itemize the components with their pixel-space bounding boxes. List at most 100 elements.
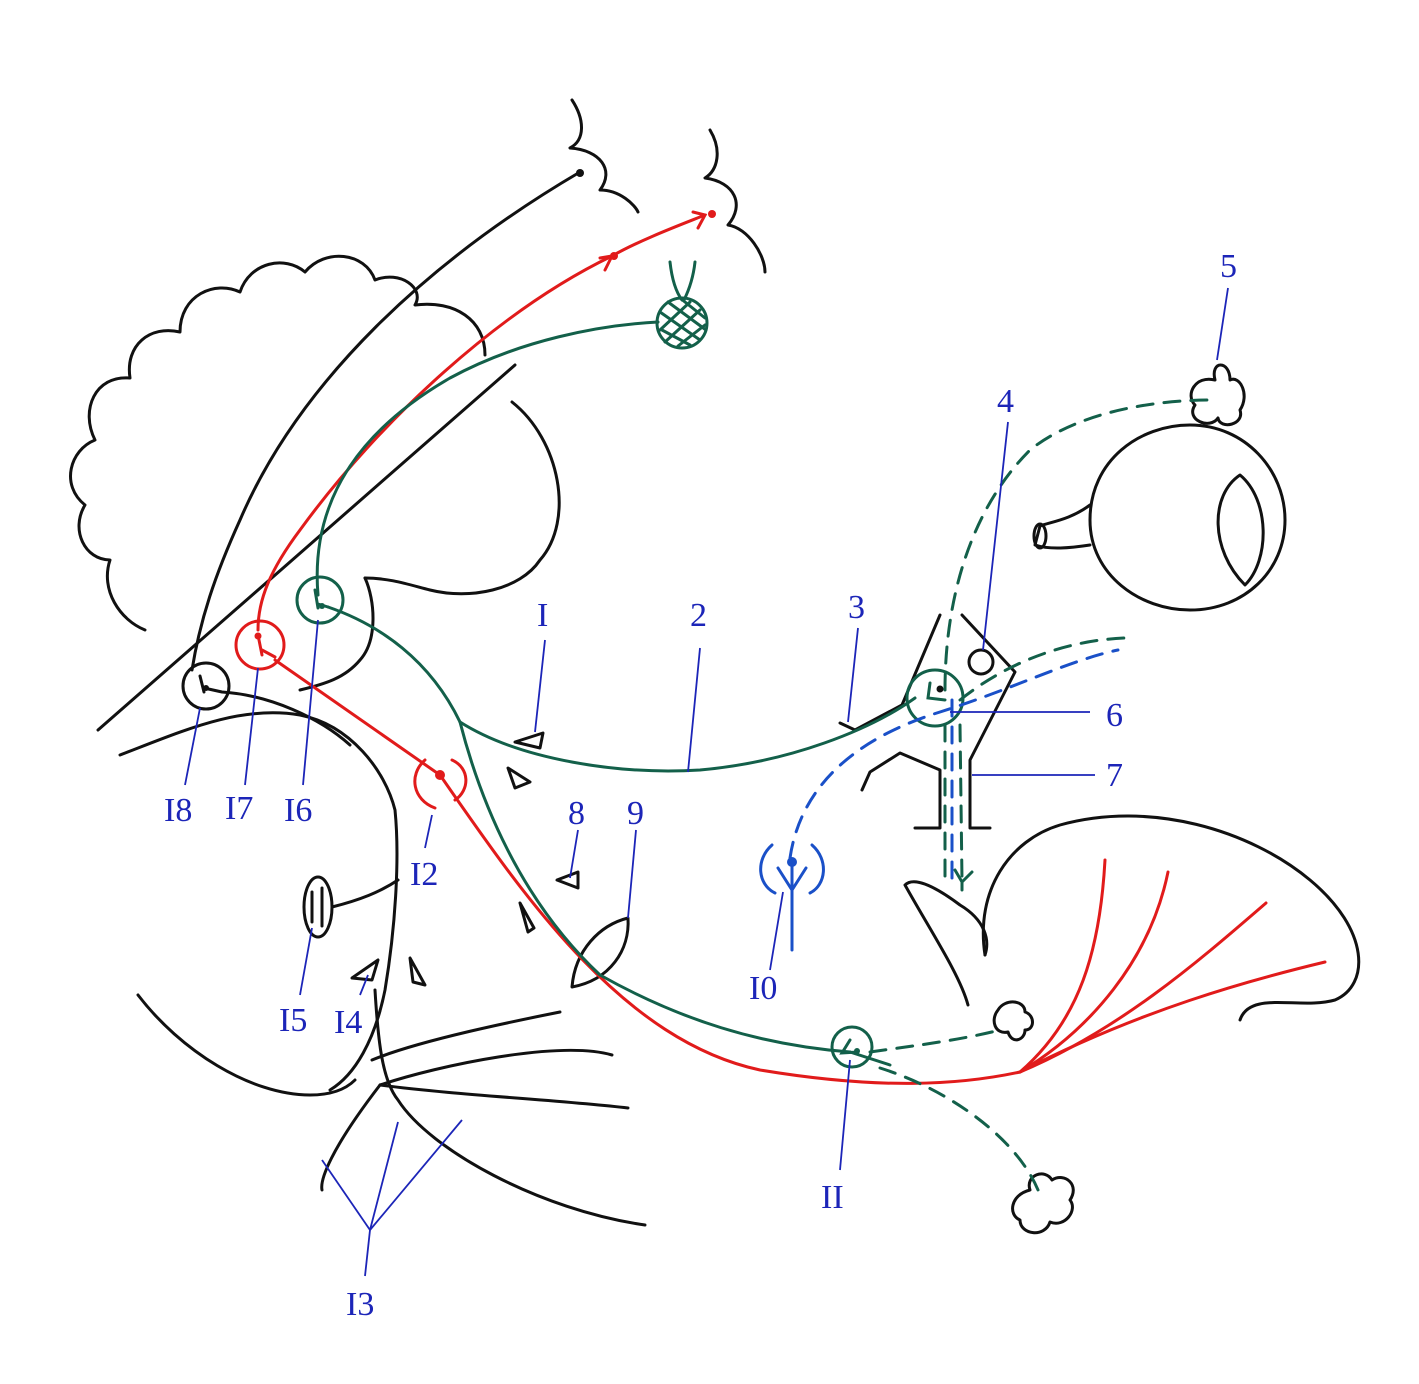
green-fiber-y-end [953, 868, 974, 892]
red-muscle-fiber-1 [1018, 858, 1107, 1074]
green-fiber-upper [315, 320, 660, 597]
submandibular-gland-cloud [1011, 1172, 1075, 1235]
throat-contour [373, 988, 647, 1227]
green-dashed-to-lacrimal [943, 398, 1212, 692]
ganglion-18-dot [203, 685, 209, 691]
ganglion-12-arc-right [450, 758, 468, 802]
marker-triangle-1b [506, 766, 532, 790]
ear-element-15 [302, 875, 334, 939]
leader-2 [687, 647, 701, 773]
blue-receptor-arc-right [808, 843, 825, 895]
label-8: 8 [568, 795, 585, 832]
optic-nerve-stub [1033, 503, 1092, 550]
leader-8 [569, 829, 579, 879]
cerebellum-outline [363, 400, 561, 596]
leader-10 [769, 891, 784, 971]
ganglion-16-circle [295, 575, 345, 625]
skull-base-line-lower [96, 363, 517, 732]
ganglion-11-dot [854, 1048, 860, 1054]
label-9: 9 [627, 795, 644, 832]
green-nucleus-hatch [658, 296, 708, 348]
number-labels: I 2 3 4 5 6 7 8 9 I0 II I2 I3 I4 I5 I6 I… [164, 248, 1237, 1323]
leader-9 [627, 829, 637, 919]
label-1: I [537, 597, 548, 634]
ganglion-16-dot [319, 603, 325, 609]
neck-strand-b [378, 1048, 614, 1087]
label-7: 7 [1106, 757, 1123, 794]
neck-contour [136, 993, 357, 1097]
leader-3 [847, 627, 859, 723]
green-fiber-trunk [326, 605, 462, 724]
red-fiber-lower [438, 773, 1022, 1085]
label-6: 6 [1106, 697, 1123, 734]
scalp-curl-1 [568, 98, 640, 214]
blue-pathway [759, 648, 1120, 952]
label-18: I8 [164, 792, 192, 829]
cerebrum-outline [69, 254, 487, 632]
red-terminal-upper [598, 254, 615, 272]
green-pathway [295, 260, 1212, 1197]
red-muscle-fiber-4 [1018, 960, 1327, 1074]
leader-17 [244, 667, 259, 786]
leader-13a [321, 1159, 371, 1231]
label-16: I6 [284, 792, 312, 829]
fossa-frame-right [960, 613, 1017, 830]
leader-18 [184, 707, 201, 786]
marker-triangle-14 [350, 958, 380, 982]
red-terminal-top-dot [708, 210, 716, 218]
blue-receptor-dot [787, 857, 797, 867]
label-4: 4 [997, 383, 1014, 420]
ganglion-17-circle [234, 619, 286, 671]
leader-12 [424, 814, 433, 849]
label-14: I4 [334, 1004, 362, 1041]
ear-element-15-nerve [330, 878, 400, 909]
eyeball-outline [1088, 423, 1287, 612]
green-fiber-to-6 [458, 696, 917, 773]
label-12: I2 [410, 856, 438, 893]
green-dashed-to-nasal [958, 636, 1127, 702]
sublingual-gland-cloud [992, 1000, 1034, 1042]
red-terminal-top [691, 210, 708, 230]
leader-13b [369, 1121, 399, 1231]
scalp-curl-2 [703, 128, 767, 274]
blue-dashed-fiber [788, 648, 1120, 860]
leader-13d [364, 1229, 371, 1277]
red-fiber-top-connector [610, 213, 707, 258]
brainstem-outline [298, 576, 375, 692]
neck-strand-a [320, 1083, 382, 1192]
green-dashed-descending-2 [958, 723, 964, 882]
marker-triangle-8 [555, 870, 580, 890]
red-fiber-upper [256, 254, 614, 632]
label-2: 2 [690, 597, 707, 634]
mandible-outline [903, 880, 989, 1007]
leader-11 [839, 1059, 851, 1171]
anatomy-outlines [69, 98, 1361, 1235]
skull-base-line-upper [190, 170, 582, 672]
green-dashed-to-submandibular [878, 1066, 1042, 1197]
ganglion-6-dot [936, 685, 944, 693]
lacrimal-gland-cloud [1189, 363, 1246, 427]
red-terminal-upper-dot [610, 252, 618, 260]
ganglion-4-circle [967, 648, 995, 676]
green-fiber-to-11 [458, 720, 852, 1054]
ganglion-18-circle [181, 661, 231, 711]
leader-4 [982, 421, 1009, 651]
label-15: I5 [279, 1002, 307, 1039]
head-contour-left [118, 711, 399, 1092]
label-3: 3 [848, 589, 865, 626]
leader-15 [299, 927, 313, 996]
fossa-frame-bottom [860, 751, 942, 830]
red-muscle-fiber-2 [1018, 870, 1170, 1074]
ganglion-12-arc-left [413, 758, 437, 810]
ear-element-15-lines [310, 886, 324, 928]
leader-14 [359, 974, 369, 996]
ganglion-6-neuron [926, 681, 947, 702]
leader-5 [1216, 287, 1229, 361]
leader-16 [302, 619, 319, 786]
ganglion-11-circle [830, 1025, 874, 1069]
ganglion-17-dot [254, 632, 262, 640]
eye-lens [1216, 473, 1265, 587]
marker-triangle-8b [518, 901, 536, 934]
green-dashed-to-sublingual [868, 1028, 1002, 1054]
